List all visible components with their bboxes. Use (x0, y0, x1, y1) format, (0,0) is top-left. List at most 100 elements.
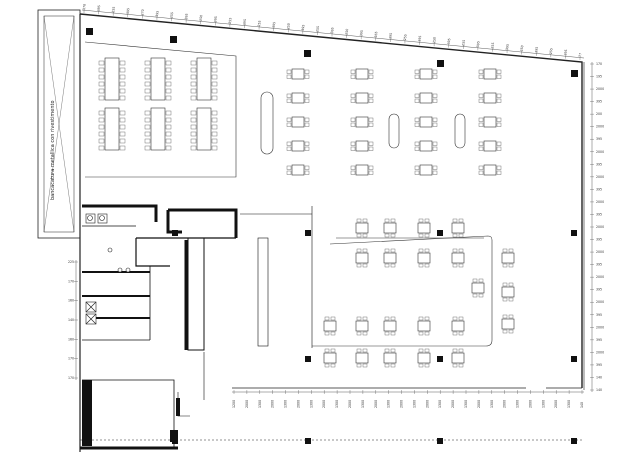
dimension-label: 395 (388, 33, 393, 39)
dimension-label: 255 (170, 12, 175, 18)
dimension-label: 160 (68, 299, 74, 303)
dimension-label: 395 (359, 30, 364, 36)
dimension-label: 140 (580, 402, 584, 408)
dimension-label: 77 (578, 53, 582, 57)
dimension-label: 140 (68, 318, 74, 322)
dining-table (355, 140, 369, 152)
dimension-label: 2000 (596, 300, 604, 304)
dimension-label: 270 (140, 9, 145, 15)
outer-walls (79, 13, 585, 452)
dining-table (419, 140, 433, 152)
dimension-label: 1200 (232, 400, 236, 408)
dimension-label: 255 (461, 40, 466, 46)
dimension-label: 255 (228, 17, 233, 23)
dimension-label: 2000 (596, 250, 604, 254)
counter-table (501, 286, 515, 298)
long-table (104, 57, 120, 101)
dimension-label: 1300 (567, 400, 571, 408)
dimension-label: 170 (68, 376, 74, 380)
dimension-label: 395 (213, 16, 218, 22)
dimension-label: 255 (549, 48, 554, 54)
dimension-label: 2000 (374, 400, 378, 408)
dimension-label: 395 (596, 363, 602, 367)
dining-table (483, 164, 497, 176)
dimension-label: 160 (68, 337, 74, 341)
dimension-label: 395 (596, 263, 602, 267)
dimension-label: 2000 (596, 350, 604, 354)
dimension-label: 1300 (464, 400, 468, 408)
dimension-label: 2000 (596, 150, 604, 154)
dimension-label: 395 (596, 238, 602, 242)
dimension-label: 2000 (245, 400, 249, 408)
dimension-label: 1300 (284, 400, 288, 408)
dimension-label: 2000 (322, 400, 326, 408)
dimension-label: 395 (97, 5, 102, 11)
dining-table (419, 68, 433, 80)
dimension-label: 250 (199, 15, 204, 21)
long-table (104, 107, 120, 151)
dining-table (419, 92, 433, 104)
counter-table (417, 252, 431, 264)
dimension-label: 395 (534, 46, 539, 52)
u-counter (312, 235, 493, 347)
dimension-label: 225 (68, 260, 74, 264)
dining-table (419, 164, 433, 176)
dimension-label: 200 (596, 112, 602, 116)
counter-table (417, 320, 431, 332)
counter-table (451, 252, 465, 264)
counter-table (383, 252, 397, 264)
dimension-label: 395 (242, 19, 247, 25)
canopy-label: bancacatura metallica con rivestimento (50, 100, 56, 200)
dining-table (291, 116, 305, 128)
long-table-room (84, 41, 237, 178)
dimension-label: 2000 (596, 225, 604, 229)
dimension-label: 1300 (516, 400, 520, 408)
dining-table (483, 68, 497, 80)
dimension-label: 1300 (335, 400, 339, 408)
dimension-label: 2000 (596, 200, 604, 204)
counter-table (383, 222, 397, 234)
counter-table (501, 318, 515, 330)
dimension-label: 170 (596, 62, 602, 66)
dimension-label: 1300 (361, 400, 365, 408)
dimension-label: 255 (257, 20, 262, 26)
dining-table (355, 116, 369, 128)
metal-canopy (37, 9, 81, 239)
dimension-label: 1300 (490, 400, 494, 408)
counter-table (355, 320, 369, 332)
counter-table (451, 352, 465, 364)
counter-table (323, 320, 337, 332)
dining-table (291, 140, 305, 152)
dimension-label: 1300 (309, 400, 313, 408)
counter-table (501, 252, 515, 264)
dimension-label: 250 (432, 37, 437, 43)
dining-table (291, 164, 305, 176)
long-table (150, 57, 166, 101)
dining-table (419, 116, 433, 128)
dimension-label: 395 (447, 38, 452, 44)
dimension-label: 2000 (348, 400, 352, 408)
counter-tables (323, 218, 515, 368)
dimension-label: 140 (596, 388, 602, 392)
restroom-fixtures (85, 213, 131, 325)
counter-table (383, 320, 397, 332)
dimension-label: 1300 (541, 400, 545, 408)
columns (86, 28, 578, 444)
counter-table (471, 282, 485, 294)
dimension-label: 255 (111, 6, 116, 12)
dimension-label: 2000 (400, 400, 404, 408)
dimension-label: 395 (155, 11, 160, 17)
dimension-label: 255 (315, 26, 320, 32)
dimension-label: 395 (596, 338, 602, 342)
dimension-label: 1300 (258, 400, 262, 408)
dimension-label: 170 (68, 357, 74, 361)
dimension-label: 255 (403, 34, 408, 40)
dimension-label: 395 (563, 49, 568, 55)
dining-table (355, 68, 369, 80)
dimension-label: 195 (596, 75, 602, 79)
counter-table (417, 352, 431, 364)
dimension-label: 395 (596, 288, 602, 292)
counter-table (355, 222, 369, 234)
dimension-label: 1300 (412, 400, 416, 408)
